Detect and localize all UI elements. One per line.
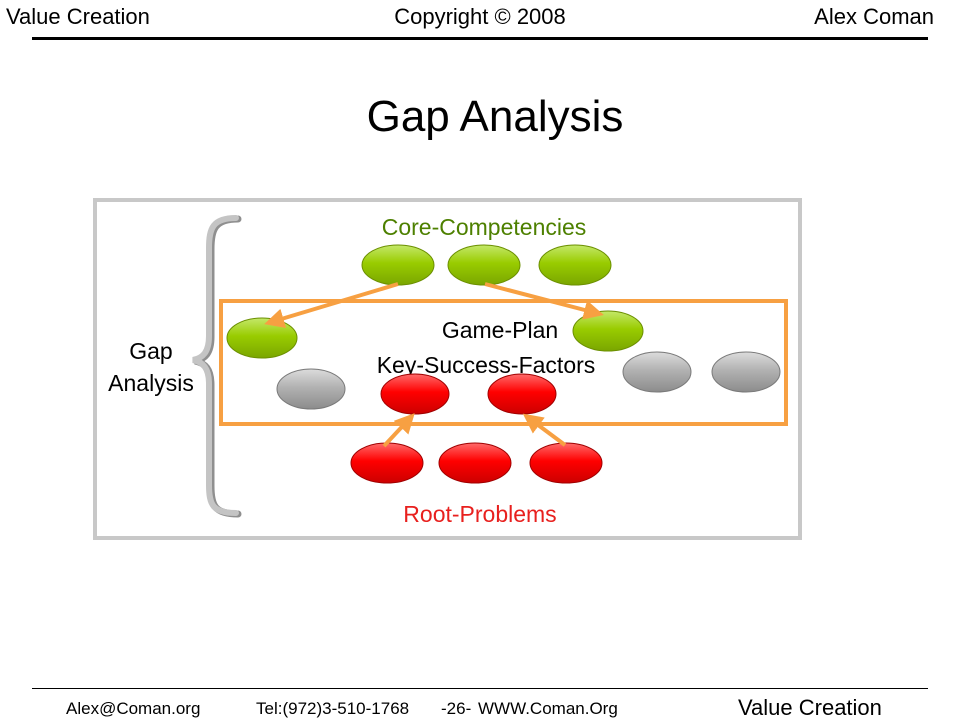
key-success-factor-red-oval <box>487 373 557 415</box>
header-divider <box>32 37 928 40</box>
root-problem-oval <box>529 442 603 484</box>
key-success-factor-green-oval <box>572 310 644 352</box>
footer-website-link[interactable]: WWW.Coman.Org <box>478 699 618 718</box>
arrow-root-to-gameplan <box>522 413 567 447</box>
core-competency-oval <box>538 244 612 286</box>
key-success-factor-green-oval <box>226 317 298 359</box>
header-author-text: Alex Coman <box>814 4 934 29</box>
neutral-gray-oval <box>711 351 781 393</box>
footer-divider <box>32 688 928 689</box>
curly-brace <box>192 215 239 516</box>
key-success-factor-red-oval <box>380 373 450 415</box>
core-competency-oval <box>361 244 435 286</box>
arrow-core-to-gameplan <box>264 282 399 328</box>
game-plan-box <box>219 299 788 426</box>
arrow-root-to-gameplan <box>382 413 415 448</box>
root-problems-label: Root-Problems <box>403 501 556 527</box>
core-competencies-label: Core-Competencies <box>382 214 587 240</box>
footer-page-number: -26- <box>441 699 472 718</box>
footer-telephone-text: Tel:(972)3-510-1768 <box>256 699 410 718</box>
footer-right-text: Value Creation <box>738 695 882 720</box>
header-left-text: Value Creation <box>6 4 150 29</box>
game-plan-label: Game-Plan <box>442 317 558 343</box>
neutral-gray-oval <box>276 368 346 410</box>
analysis-label: Analysis <box>108 370 194 396</box>
gap-label: Gap <box>129 338 172 364</box>
header-copyright-text: Copyright © 2008 <box>394 4 566 29</box>
slide-title: Gap Analysis <box>366 92 624 141</box>
root-problem-oval <box>350 442 424 484</box>
arrow-core-to-gameplan <box>484 282 604 320</box>
footer-email-link[interactable]: Alex@Coman.org <box>66 699 201 718</box>
core-competency-oval <box>447 244 521 286</box>
root-problem-oval <box>438 442 512 484</box>
neutral-gray-oval <box>622 351 692 393</box>
